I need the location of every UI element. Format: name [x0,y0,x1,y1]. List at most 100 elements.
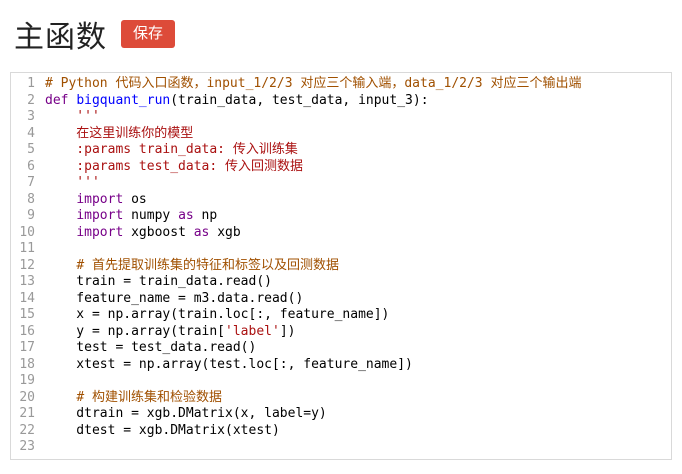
code-line-content[interactable]: xtest = np.array(test.loc[:, feature_nam… [45,357,671,374]
code-line[interactable]: 17 test = test_data.read() [11,340,671,357]
code-token-comment: # 构建训练集和检验数据 [76,389,222,405]
code-line-content[interactable]: # 首先提取训练集的特征和标签以及回测数据 [45,258,671,275]
code-line[interactable]: 10 import xgboost as xgb [11,225,671,242]
code-line-content[interactable] [45,439,671,456]
line-number: 15 [19,307,35,322]
code-line-content[interactable] [45,373,671,390]
code-line[interactable]: 7 ''' [11,175,671,192]
code-token-plain [45,225,76,240]
line-number: 9 [27,208,35,223]
code-line[interactable]: 13 train = train_data.read() [11,274,671,291]
line-number: 6 [27,158,35,174]
code-line-content[interactable]: import xgboost as xgb [45,225,671,242]
code-line-content[interactable]: x = np.array(train.loc[:, feature_name]) [45,307,671,324]
line-number: 20 [19,389,35,405]
line-number: 11 [19,241,35,256]
code-line[interactable]: 11 [11,241,671,258]
code-line-content[interactable]: dtrain = xgb.DMatrix(x, label=y) [45,406,671,423]
code-token-string: :params train_data: 传入训练集 [45,142,298,157]
code-token-comment: # 首先提取训练集的特征和标签以及回测数据 [76,257,339,273]
line-number: 23 [19,439,35,454]
code-line-content[interactable]: train = train_data.read() [45,274,671,291]
page-header: 主函数 保存 [0,0,682,56]
code-line[interactable]: 19 [11,373,671,390]
line-number: 7 [27,175,35,190]
code-line[interactable]: 9 import numpy as np [11,208,671,225]
code-token-keyword: as [193,224,210,240]
code-line-content[interactable]: feature_name = m3.data.read() [45,291,671,308]
code-token-keyword: import [76,224,124,240]
code-token-plain: xtest = np.array(test.loc[:, feature_nam… [45,356,413,372]
code-line-content[interactable]: test = test_data.read() [45,340,671,357]
line-number: 12 [19,257,35,273]
code-line-content[interactable]: import numpy as np [45,208,671,225]
code-line-content[interactable]: dtest = xgb.DMatrix(xtest) [45,423,671,440]
code-line[interactable]: 18 xtest = np.array(test.loc[:, feature_… [11,357,671,374]
save-button[interactable]: 保存 [121,20,176,48]
code-line[interactable]: 2 def bigquant_run(train_data, test_data,… [11,93,671,110]
code-line-content[interactable]: import os [45,192,671,209]
code-line-content[interactable]: :params test_data: 传入回测数据 [45,159,671,176]
code-token-plain: os [123,191,147,207]
code-token-plain: ]) [279,323,296,339]
code-line-content[interactable]: # Python 代码入口函数，input_1/2/3 对应三个输入端，data… [45,76,671,93]
code-line[interactable]: 12 # 首先提取训练集的特征和标签以及回测数据 [11,258,671,275]
code-token-keyword: as [178,208,194,223]
code-line[interactable]: 1 # Python 代码入口函数，input_1/2/3 对应三个输入端，dat… [11,76,671,93]
line-number: 17 [19,340,35,355]
code-token-plain [45,258,76,273]
page-title: 主函数 [14,21,107,54]
code-token-plain: train = train_data.read() [45,274,272,289]
code-token-plain: numpy [123,208,179,223]
code-token-comment: # Python 代码入口函数，input_1/2/3 对应三个输入端，data… [45,76,582,91]
line-number: 5 [27,142,35,157]
code-line-content[interactable]: y = np.array(train['label']) [45,324,671,341]
code-line-content[interactable]: 在这里训练你的模型 [45,126,671,143]
code-line-content[interactable]: :params train_data: 传入训练集 [45,142,671,159]
code-line-content[interactable]: ''' [45,109,671,126]
code-line[interactable]: 22 dtest = xgb.DMatrix(xtest) [11,423,671,440]
code-token-plain: feature_name = m3.data.read() [45,290,304,306]
code-line[interactable]: 21 dtrain = xgb.DMatrix(x, label=y) [11,406,671,423]
line-number: 3 [27,109,35,124]
code-line[interactable]: 4 在这里训练你的模型 [11,126,671,143]
code-token-keyword: def [45,92,69,108]
code-editor[interactable]: 1 # Python 代码入口函数，input_1/2/3 对应三个输入端，dat… [10,72,672,460]
line-number: 16 [19,323,35,339]
line-number: 22 [19,422,35,438]
code-line[interactable]: 6 :params test_data: 传入回测数据 [11,159,671,176]
code-token-plain: y = np.array(train[ [45,323,226,339]
code-token-def: bigquant_run [76,92,171,108]
code-line[interactable]: 3 ''' [11,109,671,126]
code-token-keyword: import [76,191,124,207]
code-line-content[interactable] [45,241,671,258]
code-token-plain [45,390,76,405]
code-token-plain: xgb [209,224,241,240]
code-line[interactable]: 15 x = np.array(train.loc[:, feature_nam… [11,307,671,324]
code-token-plain [45,208,76,223]
code-token-keyword: import [76,208,124,223]
line-number: 19 [19,373,35,388]
code-line-content[interactable]: def bigquant_run(train_data, test_data, … [45,93,671,110]
code-line[interactable]: 23 [11,439,671,456]
code-lines: 1 # Python 代码入口函数，input_1/2/3 对应三个输入端，dat… [11,76,671,456]
code-token-plain: dtrain = xgb.DMatrix(x, label=y) [45,406,327,421]
code-line[interactable]: 5 :params train_data: 传入训练集 [11,142,671,159]
code-token-string: ''' [45,175,100,190]
code-line-content[interactable]: # 构建训练集和检验数据 [45,390,671,407]
code-token-string: :params test_data: 传入回测数据 [45,158,304,174]
code-line[interactable]: 8 import os [11,192,671,209]
line-number: 1 [27,76,35,91]
code-token-string: 'label' [225,323,280,339]
code-token-string: 在这里训练你的模型 [45,125,194,141]
code-token-plain: x = np.array(train.loc[:, feature_name]) [45,307,390,322]
code-token-plain: xgboost [123,224,194,240]
code-token-plain: (train_data, test_data, input_3): [170,92,429,108]
code-line[interactable]: 20 # 构建训练集和检验数据 [11,390,671,407]
line-number: 2 [27,92,35,108]
code-line-content[interactable]: ''' [45,175,671,192]
code-line[interactable]: 14 feature_name = m3.data.read() [11,291,671,308]
code-token-plain [45,192,76,207]
code-token-string: ''' [45,109,100,124]
code-line[interactable]: 16 y = np.array(train['label']) [11,324,671,341]
